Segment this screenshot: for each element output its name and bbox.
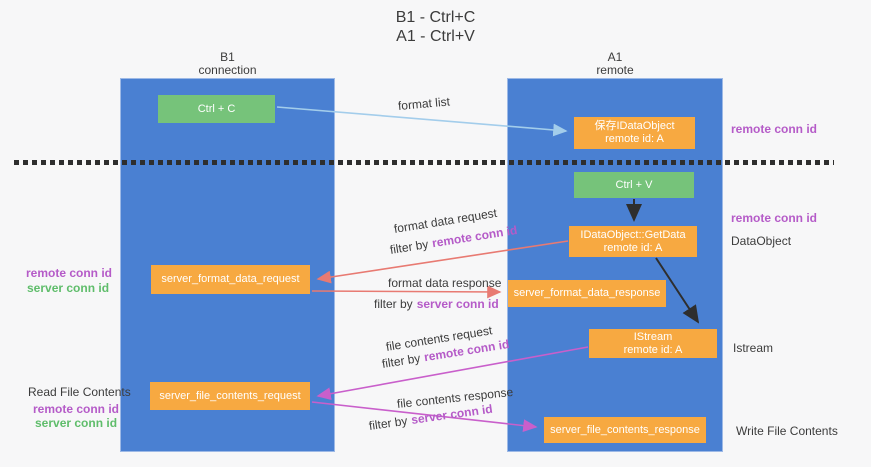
phase-separator-dashed-line (14, 160, 834, 165)
istream-text: Istream (733, 341, 774, 355)
right-istream-label: Istream (733, 341, 773, 355)
node-istream-line2: remote id: A (623, 343, 683, 356)
node-server-file-contents-request: server_file_contents_request (150, 382, 310, 410)
server-conn-id-text: server conn id (27, 281, 110, 295)
left-server-conn-id-top: server conn id (27, 281, 109, 295)
format-data-response-text: format data response (388, 276, 502, 290)
node-istream: IStream remote id: A (589, 329, 717, 358)
left-remote-conn-id-bottom: remote conn id (33, 402, 119, 416)
filter-by-text: filter by (388, 237, 430, 257)
format-list-text: format list (397, 94, 451, 113)
node-idataobject-getdata-line2: remote id: A (603, 241, 663, 254)
write-file-contents-text: Write File Contents (736, 424, 838, 438)
right-write-file-contents-label: Write File Contents (736, 424, 838, 438)
dataobject-text: DataObject (731, 234, 792, 248)
filter-by-text: filter by (368, 413, 409, 433)
node-server-file-contents-response-label: server_file_contents_response (550, 423, 700, 436)
right-remote-conn-id-top: remote conn id (731, 122, 817, 136)
lifeline-header-b1: B1 connection (120, 51, 335, 77)
remote-conn-id-text: remote conn id (26, 266, 113, 280)
node-ctrl-v: Ctrl + V (574, 172, 694, 198)
remote-conn-id-text: remote conn id (731, 122, 818, 136)
right-remote-conn-id-mid: remote conn id (731, 211, 817, 225)
format-list-label: format list (397, 94, 450, 112)
node-save-dataobject-line2: remote id: A (605, 133, 664, 145)
diagram-title: B1 - Ctrl+C A1 - Ctrl+V (0, 8, 871, 46)
left-server-conn-id-bottom: server conn id (35, 416, 117, 430)
lifeline-header-a1: A1 remote (507, 51, 723, 77)
node-server-format-data-response-label: server_format_data_response (513, 287, 661, 299)
format-data-response-filter-label: filter by server conn id (374, 297, 499, 311)
node-save-dataobject-line1: 保存IDataObject (594, 120, 675, 132)
remote-conn-id-text: remote conn id (33, 402, 120, 416)
node-server-format-data-request-label: server_format_data_request (161, 273, 300, 285)
node-server-file-contents-response: server_file_contents_response (544, 417, 706, 443)
filter-by-text: filter by (374, 297, 413, 311)
title-line-1: B1 - Ctrl+C (395, 9, 476, 26)
node-server-format-data-request: server_format_data_request (151, 265, 310, 294)
node-idataobject-getdata-line1: IDataObject::GetData (580, 228, 686, 241)
left-remote-conn-id-top: remote conn id (26, 266, 112, 280)
filter-by-text: filter by (380, 351, 422, 371)
format-data-response-label: format data response (388, 276, 501, 290)
left-read-file-contents-label: Read File Contents (28, 385, 131, 399)
right-dataobject-label: DataObject (731, 234, 791, 248)
node-ctrl-v-label: Ctrl + V (615, 178, 653, 191)
title-line-2: A1 - Ctrl+V (396, 28, 475, 45)
remote-conn-id-text: remote conn id (731, 211, 818, 225)
read-file-contents-text: Read File Contents (28, 385, 131, 399)
server-conn-id-text: server conn id (416, 297, 499, 311)
format-data-response-arrow (311, 285, 502, 299)
lifeline-b1-name: B1 (220, 50, 235, 64)
node-server-format-data-response: server_format_data_response (508, 280, 666, 307)
node-ctrl-c-label: Ctrl + C (197, 102, 236, 115)
lifeline-a1-role: remote (596, 63, 634, 77)
node-server-file-contents-request-label: server_file_contents_request (159, 389, 301, 402)
node-idataobject-getdata: IDataObject::GetData remote id: A (569, 226, 697, 257)
node-istream-line1: IStream (633, 330, 673, 343)
node-save-dataobject: 保存IDataObject remote id: A (574, 117, 695, 149)
node-ctrl-c: Ctrl + C (158, 95, 275, 123)
lifeline-a1-name: A1 (607, 50, 623, 64)
lifeline-b1-role: connection (198, 63, 257, 77)
server-conn-id-text: server conn id (35, 416, 118, 430)
